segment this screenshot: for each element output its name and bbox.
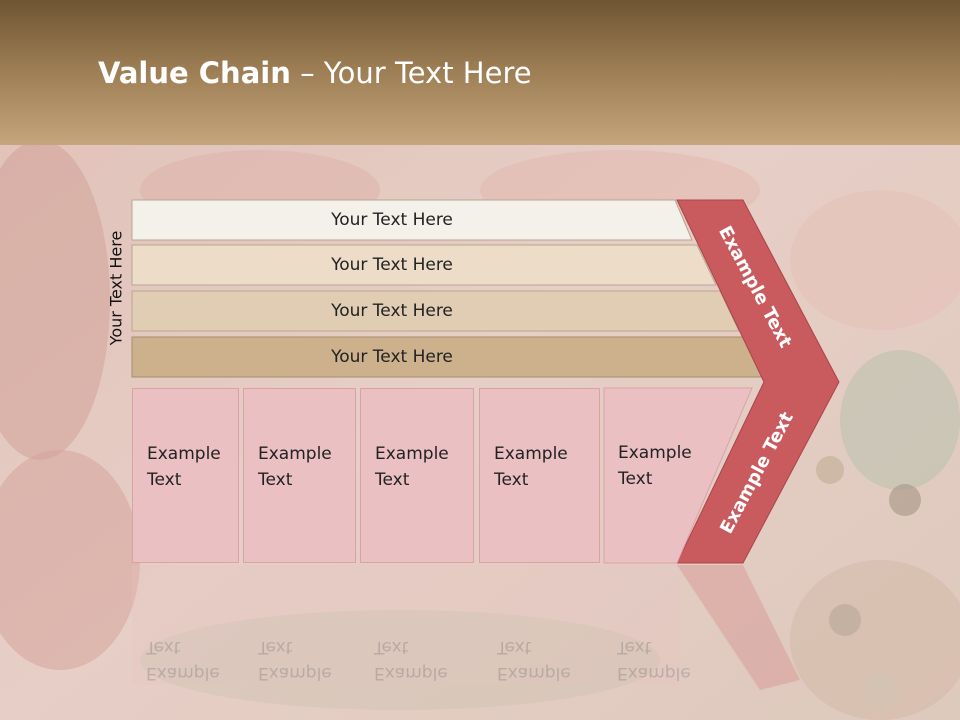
cell-1-line2: Text [147, 470, 182, 490]
title-bar [0, 0, 960, 145]
cell-3-line1: Example [375, 444, 449, 464]
strip-1-text: Your Text Here [331, 210, 453, 230]
strip-1: Your Text Here [132, 200, 692, 240]
cell-5-line1: Example [618, 443, 692, 463]
strip-2: Your Text Here [132, 245, 692, 285]
cell-2-line2: Text [258, 470, 293, 490]
cells-reflection [132, 565, 680, 685]
title-bold: Value Chain [98, 56, 291, 90]
slide-title: Value Chain – Your Text Here [98, 56, 532, 90]
cell-4-line1: Example [494, 444, 568, 464]
strip-3-text: Your Text Here [331, 301, 453, 321]
chevron-reflection [677, 565, 800, 690]
strip-4: Your Text Here [132, 337, 692, 377]
last-cell-shape [603, 387, 753, 564]
cell-1-line1: Example [147, 444, 221, 464]
strip-3-shape [131, 290, 740, 332]
strip-4-text: Your Text Here [331, 347, 453, 367]
chevron-shape [676, 199, 840, 564]
cell-2-line1: Example [258, 444, 332, 464]
strip-1-shape [131, 199, 693, 241]
cell-5-line2: Text [618, 469, 653, 489]
cell-3-line2: Text [375, 470, 410, 490]
strip-2-shape [131, 244, 717, 286]
strip-3: Your Text Here [132, 291, 692, 331]
cell-4-line2: Text [494, 470, 529, 490]
strip-2-text: Your Text Here [331, 255, 453, 275]
title-rest: – Your Text Here [290, 56, 532, 90]
